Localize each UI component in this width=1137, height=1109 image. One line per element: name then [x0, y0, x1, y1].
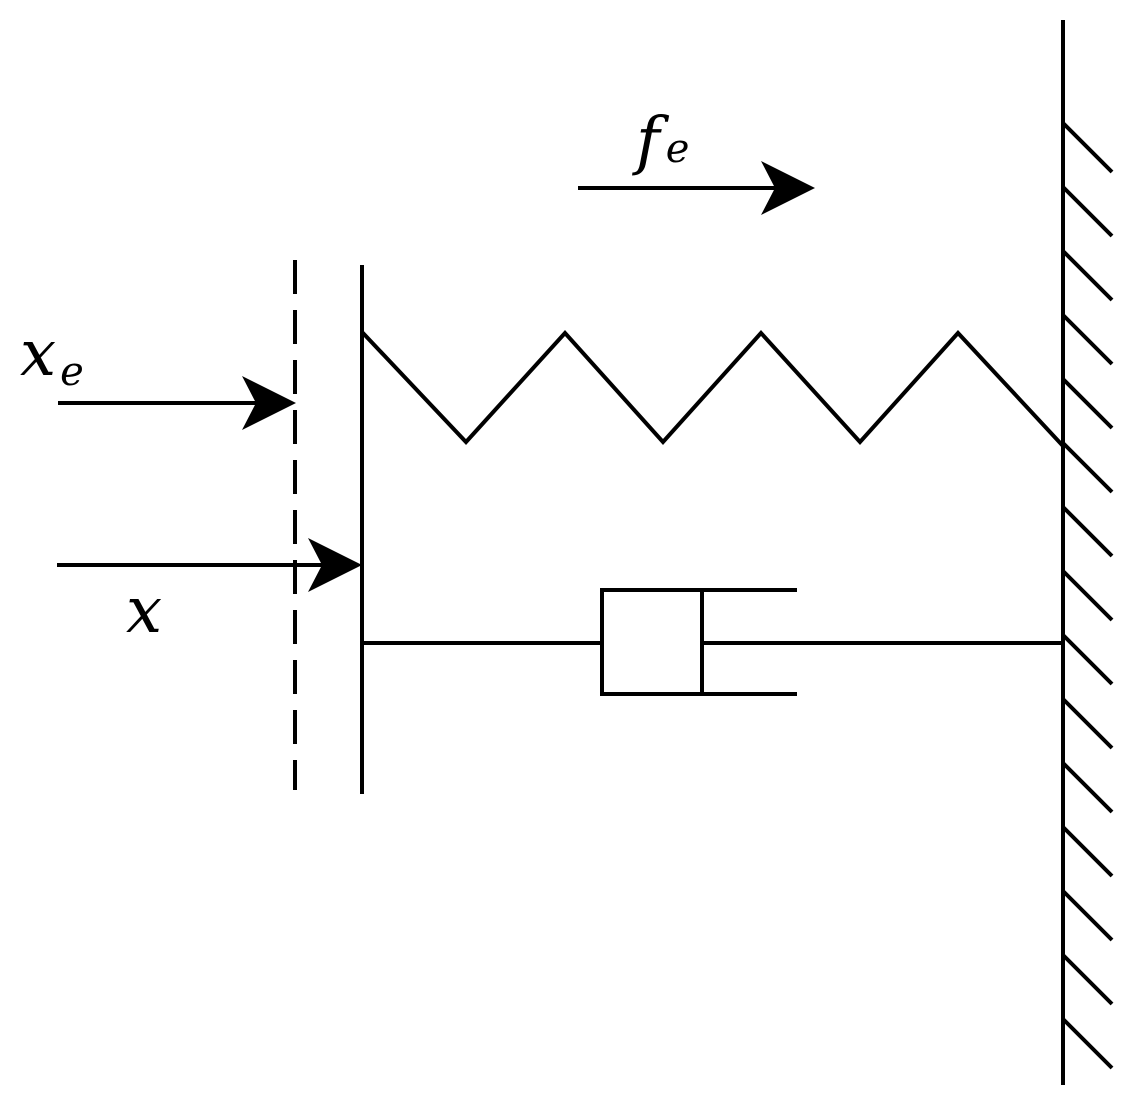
hatch-mark: [1061, 185, 1114, 238]
damper: [362, 588, 1063, 696]
hatch-mark: [1061, 1017, 1114, 1070]
wall-hatching: [1061, 121, 1114, 1070]
position-arrow: [57, 538, 362, 592]
hatch-mark: [1061, 633, 1114, 686]
hatch-mark: [1061, 697, 1114, 750]
hatch-mark: [1061, 761, 1114, 814]
hatch-mark: [1061, 441, 1114, 494]
position-label: x: [126, 574, 162, 648]
hatch-mark: [1061, 377, 1114, 430]
spring: [360, 330, 1065, 448]
hatch-mark: [1061, 825, 1114, 878]
hatch-mark: [1061, 953, 1114, 1006]
force-arrow: [578, 161, 815, 215]
hatch-mark: [1061, 505, 1114, 558]
hatch-mark: [1061, 313, 1114, 366]
damper-cylinder: [600, 588, 797, 696]
equilibrium-position-arrow: [58, 376, 296, 430]
hatch-mark: [1061, 569, 1114, 622]
hatch-mark: [1061, 121, 1114, 174]
hatch-mark: [1061, 889, 1114, 942]
hatch-mark: [1061, 249, 1114, 302]
fixed-wall: [1061, 20, 1114, 1085]
